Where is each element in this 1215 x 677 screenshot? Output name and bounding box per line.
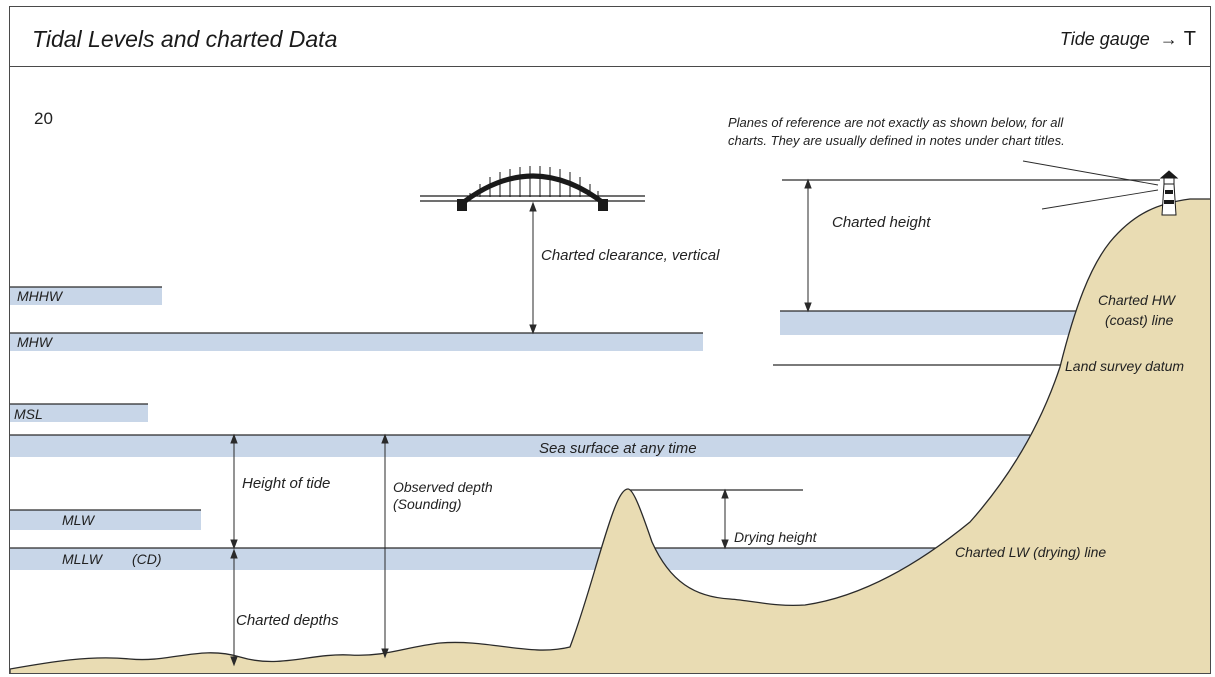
tide-gauge-label: Tide gauge: [1059, 29, 1150, 49]
chart-hw-band: [780, 311, 1080, 335]
mhw-band: [10, 333, 703, 351]
diagram-title: Tidal Levels and charted Data: [32, 26, 338, 52]
water-bands: [10, 287, 1080, 570]
observed-depth-label-2: (Sounding): [393, 496, 462, 512]
note-pointer-1: [1022, 160, 1159, 186]
tide-gauge-legend: Tide gauge →T: [1060, 28, 1196, 51]
tidal-diagram: 20 Planes of reference are not exactly a…: [10, 109, 1210, 673]
msl-label: MSL: [14, 406, 43, 422]
lighthouse-icon: [1159, 170, 1179, 216]
note-line-2: charts. They are usually defined in note…: [728, 133, 1065, 148]
cd-label: (CD): [132, 551, 162, 567]
land-survey-datum-label: Land survey datum: [1065, 358, 1184, 374]
mlw-band: [10, 510, 201, 530]
sea-surface-label: Sea surface at any time: [539, 440, 697, 457]
charted-clearance-label: Charted clearance, vertical: [541, 247, 720, 264]
mllw-band: [10, 548, 940, 570]
msl-band: [10, 404, 148, 422]
charted-depths-label: Charted depths: [236, 612, 339, 629]
sea-surface-band: [10, 435, 1030, 457]
charted-hw-label-2: (coast) line: [1105, 312, 1174, 328]
page-number: 20: [34, 109, 53, 128]
charted-hw-label-1: Charted HW: [1098, 292, 1177, 308]
height-of-tide-label: Height of tide: [242, 475, 330, 492]
note-line-1: Planes of reference are not exactly as s…: [728, 115, 1064, 130]
tide-gauge-symbol: T: [1183, 28, 1196, 50]
header-bar: Tidal Levels and charted Data Tide gauge…: [10, 7, 1210, 67]
arrow-right-icon: →: [1159, 29, 1178, 49]
observed-depth-label-1: Observed depth: [393, 479, 493, 495]
mhhw-band: [10, 287, 162, 305]
mhw-label: MHW: [17, 334, 54, 350]
mllw-label: MLLW: [62, 551, 104, 567]
diagram-frame: 20 Planes of reference are not exactly a…: [9, 6, 1211, 674]
note-pointer-2: [1041, 189, 1159, 210]
drying-height-label: Drying height: [734, 529, 818, 545]
charted-lw-label: Charted LW (drying) line: [955, 544, 1106, 560]
arch-bridge-icon: [420, 166, 645, 211]
mhhw-label: MHHW: [17, 288, 64, 304]
charted-height-label: Charted height: [832, 214, 931, 231]
mlw-label: MLW: [62, 512, 96, 528]
seabed-land: [10, 198, 1210, 673]
